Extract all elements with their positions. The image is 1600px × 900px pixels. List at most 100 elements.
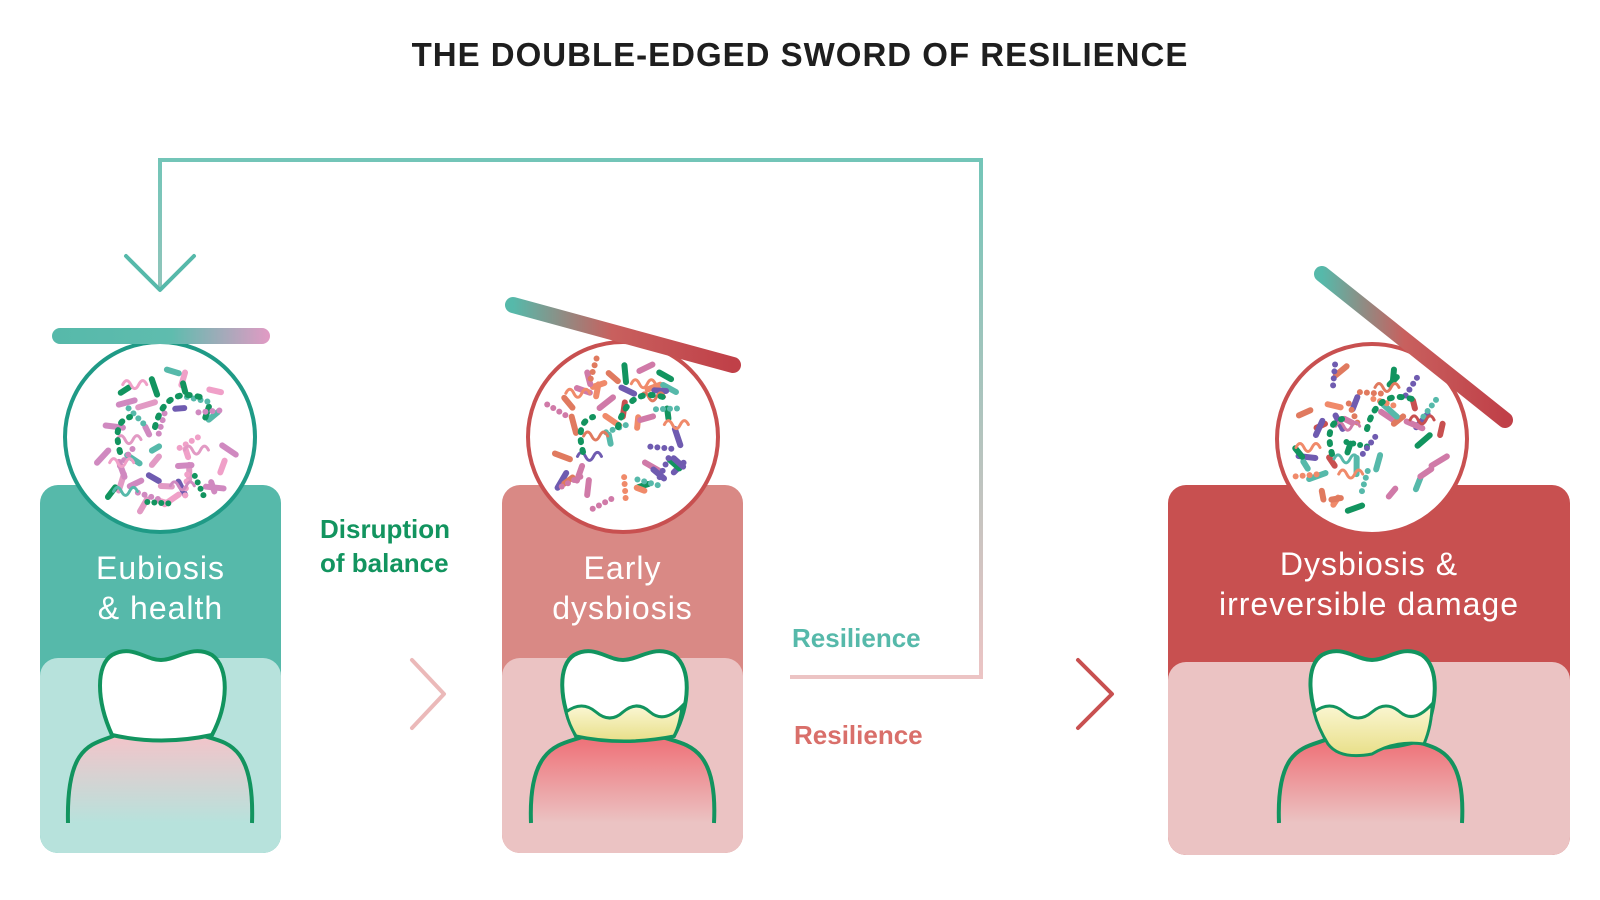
bacterium-coccus bbox=[157, 423, 164, 430]
bacterium-rod bbox=[636, 361, 656, 374]
bacterium-coccus bbox=[158, 499, 165, 506]
bacterium-rod bbox=[206, 386, 224, 396]
bacterium-rod bbox=[1324, 401, 1344, 411]
imbalance-bar bbox=[505, 297, 741, 373]
bacterium-coccus bbox=[197, 485, 204, 492]
stage-dysbiosis-damage bbox=[1168, 266, 1570, 855]
bacterium-spiral bbox=[108, 457, 136, 469]
bacterium-rod bbox=[1380, 401, 1400, 420]
bacterium-coccus bbox=[188, 437, 195, 444]
microbiome-icon bbox=[1292, 361, 1450, 514]
bacterium-rod bbox=[1417, 466, 1435, 480]
bacterium-coccus bbox=[144, 499, 151, 506]
bacterium-coccus bbox=[151, 499, 158, 506]
bacterium-coccus bbox=[129, 445, 136, 452]
bacterium-rod bbox=[637, 413, 657, 423]
bacterium-rod bbox=[1386, 374, 1400, 388]
tooth-icon bbox=[98, 649, 227, 743]
bacterium-coccus bbox=[1413, 374, 1420, 381]
bacterium-rod bbox=[1403, 418, 1426, 432]
resilience-label-positive: Resilience bbox=[792, 623, 921, 653]
bacterium-rod bbox=[1332, 363, 1350, 379]
bacterium-coccus bbox=[654, 444, 661, 451]
feedback-loop-arrow bbox=[124, 158, 983, 679]
bacterium-filament bbox=[1326, 394, 1415, 457]
bacterium-coccus bbox=[1348, 406, 1355, 413]
progression-arrow bbox=[788, 658, 1114, 730]
bacterium-coccus bbox=[161, 410, 168, 417]
bacterium-spiral bbox=[111, 485, 139, 497]
disruption-arrow bbox=[318, 658, 446, 730]
bacterium-coccus bbox=[608, 496, 615, 503]
bacterium-spiral bbox=[629, 378, 657, 390]
bacterium-coccus bbox=[587, 375, 594, 382]
bacterium-coccus bbox=[1343, 438, 1350, 445]
bacterium-rod bbox=[1295, 407, 1314, 419]
bacterium-coccus bbox=[593, 355, 600, 362]
bacterium-rod bbox=[1318, 487, 1327, 503]
bacterium-rod bbox=[126, 477, 145, 490]
bacterium-rod bbox=[219, 442, 239, 458]
bacterium-coccus bbox=[184, 471, 191, 478]
bacterium-rod bbox=[145, 472, 162, 484]
bacterium-rod bbox=[172, 405, 188, 412]
microbiome-icon bbox=[544, 355, 690, 512]
bacterium-coccus bbox=[1313, 471, 1320, 478]
bacterium-coccus bbox=[577, 473, 584, 480]
stage-label-eubiosis: Eubiosis & health bbox=[96, 550, 225, 626]
bacterium-rod bbox=[1373, 452, 1384, 473]
bacterium-spiral bbox=[1332, 453, 1360, 465]
tartar bbox=[564, 701, 684, 743]
bacterium-rod bbox=[605, 431, 614, 447]
bacterium-rod bbox=[142, 423, 153, 438]
bacterium-coccus bbox=[641, 478, 648, 485]
bacterium-coccus bbox=[544, 401, 551, 408]
bacterium-coccus bbox=[668, 445, 675, 452]
bacterium-rod bbox=[1312, 417, 1326, 438]
microbiome-icon bbox=[94, 366, 239, 515]
bacterium-coccus bbox=[558, 483, 565, 490]
bacterium-filament bbox=[114, 392, 203, 455]
bacterium-spiral bbox=[639, 391, 667, 403]
bacterium-coccus bbox=[1362, 474, 1369, 481]
disruption-label: Disruption of balance bbox=[320, 514, 450, 578]
bacterium-coccus bbox=[595, 502, 602, 509]
bacterium-spiral bbox=[662, 419, 690, 431]
bacterium-rod bbox=[1326, 454, 1338, 469]
bacterium-coccus bbox=[659, 405, 666, 412]
bacterium-rod bbox=[1428, 453, 1450, 469]
bacterium-coccus bbox=[1359, 450, 1366, 457]
bacterium-coccus bbox=[176, 444, 183, 451]
bacterium-spiral bbox=[582, 430, 610, 442]
bacterium-coccus bbox=[125, 405, 132, 412]
bacterium-rod bbox=[621, 362, 630, 386]
bacterium-coccus bbox=[666, 405, 673, 412]
bacterium-coccus bbox=[155, 430, 162, 437]
bacterium-coccus bbox=[1330, 375, 1337, 382]
bacterium-coccus bbox=[550, 405, 557, 412]
bacterium-rod bbox=[618, 384, 638, 397]
bacterium-coccus bbox=[1357, 442, 1364, 449]
bacterium-coccus bbox=[1420, 413, 1427, 420]
stage-label-early-dysbiosis: Early dysbiosis bbox=[552, 550, 693, 626]
bacterium-rod bbox=[660, 382, 679, 396]
bacterium-rod bbox=[94, 447, 112, 466]
bacterium-spiral bbox=[115, 434, 143, 446]
bacterium-coccus bbox=[652, 406, 659, 413]
stage-early-dysbiosis bbox=[502, 297, 743, 853]
bacterium-coccus bbox=[216, 407, 223, 414]
gum bbox=[1278, 734, 1463, 823]
bacterium-coccus bbox=[1350, 440, 1357, 447]
bacterium-rod bbox=[1409, 397, 1418, 412]
bacterium-rod bbox=[102, 422, 126, 431]
bacterium-rod bbox=[593, 381, 602, 400]
bacterium-coccus bbox=[1390, 402, 1397, 409]
bacterium-coccus bbox=[591, 362, 598, 369]
bacterium-rod bbox=[666, 456, 683, 472]
bacterium-rod bbox=[1412, 474, 1424, 493]
bacterium-coccus bbox=[148, 493, 155, 500]
bacterium-coccus bbox=[571, 477, 578, 484]
bacterium-coccus bbox=[202, 408, 209, 415]
bacterium-rod bbox=[1390, 413, 1407, 427]
bacterium-rod bbox=[670, 455, 687, 470]
